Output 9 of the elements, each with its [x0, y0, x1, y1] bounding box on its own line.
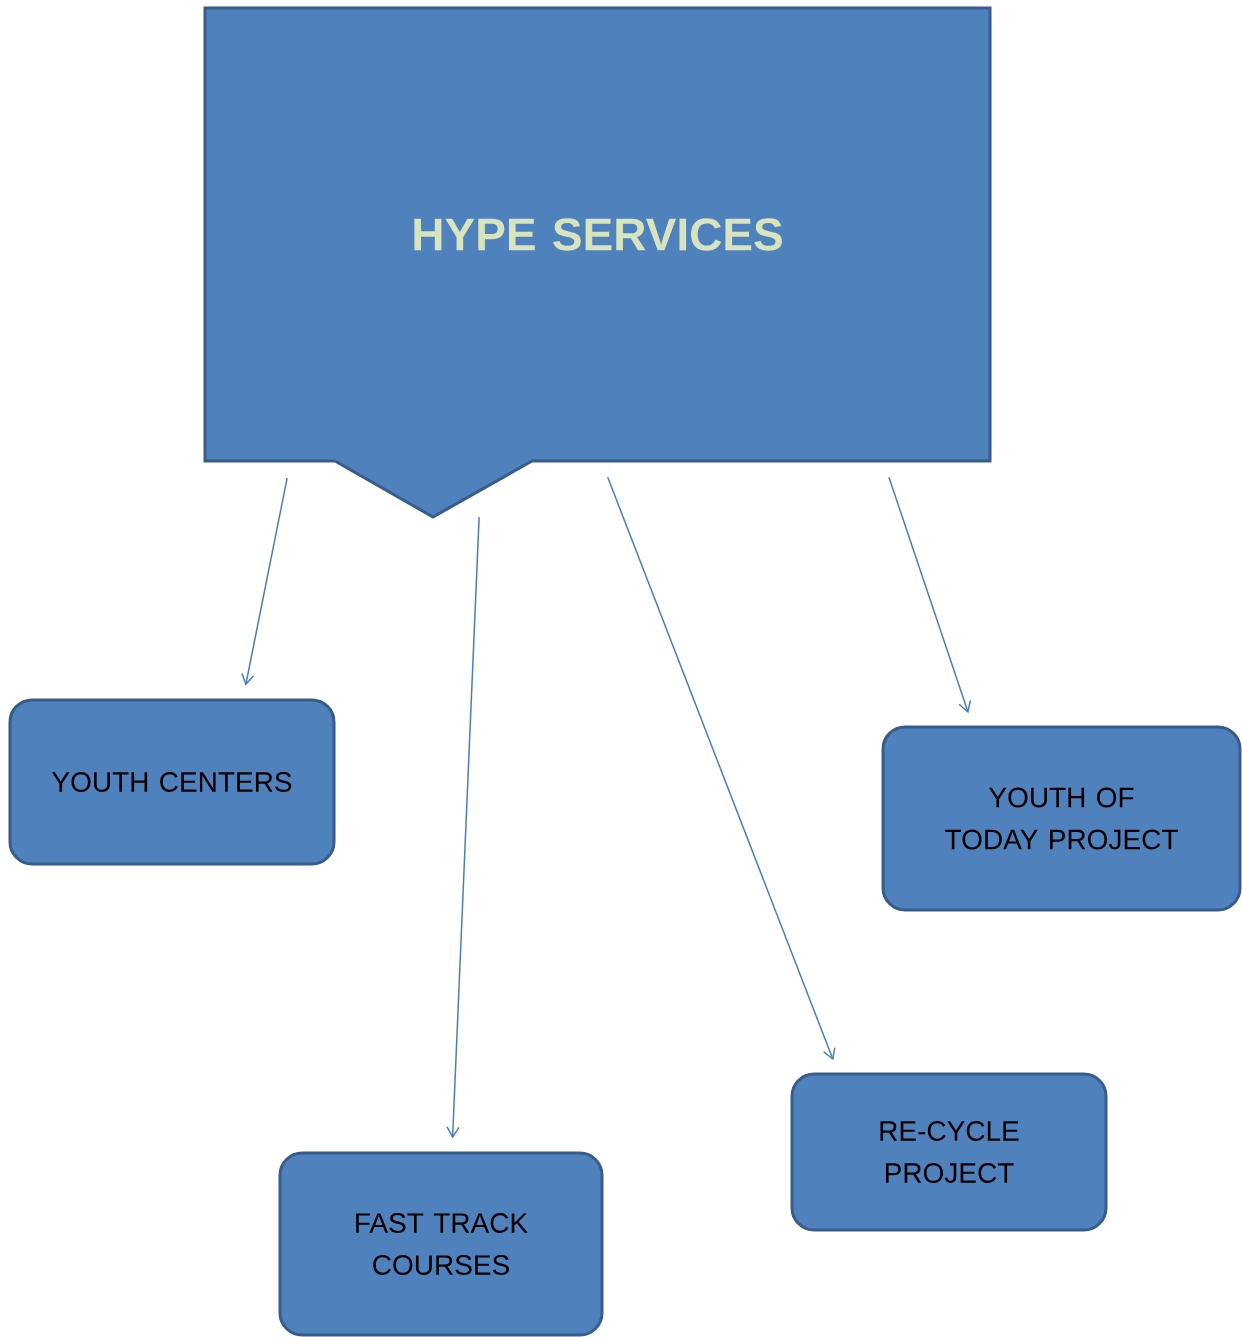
rounded-box: RE-CYCLE PROJECT — [790, 1072, 1108, 1232]
arrow — [446, 516, 480, 1139]
rounded-box: YOUTH CENTERS — [8, 698, 336, 866]
rounded-box: YOUTH OF TODAY PROJECT — [881, 725, 1242, 912]
rounded-box: FAST TRACK COURSES — [278, 1151, 604, 1337]
callout-box: HYPE SERVICES — [203, 6, 992, 519]
arrow — [606, 476, 836, 1061]
arrow — [241, 477, 288, 686]
arrow — [888, 476, 972, 714]
